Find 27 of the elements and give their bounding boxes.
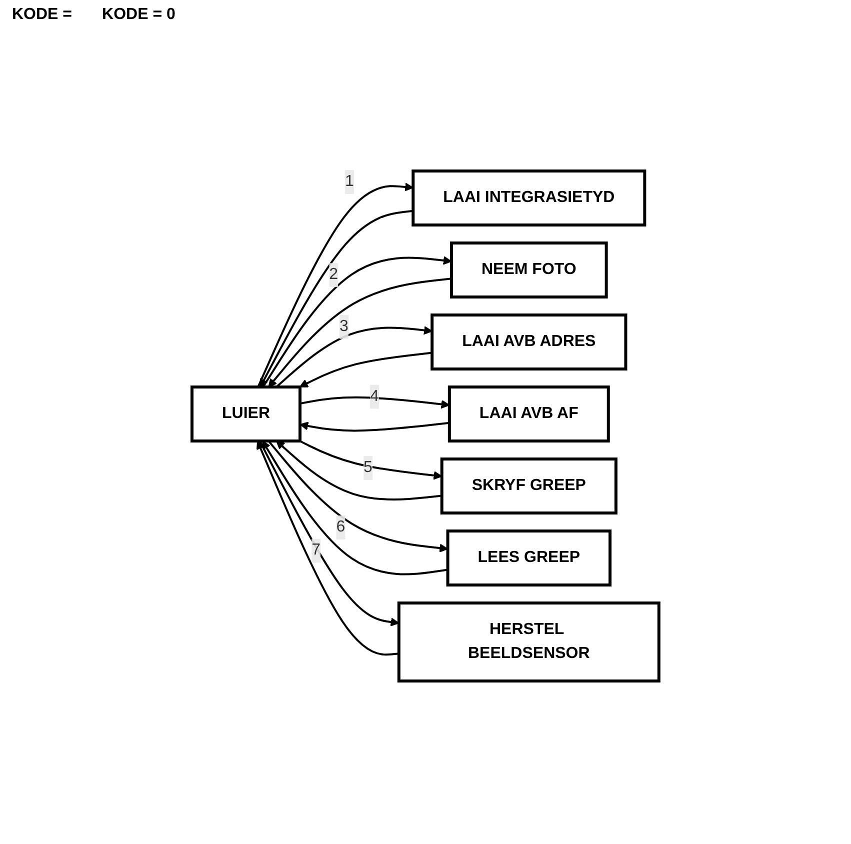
node-box: HERSTEL BEELDSENSOR — [397, 601, 660, 682]
arrow — [299, 440, 442, 480]
arrow — [276, 440, 442, 500]
arrow — [268, 440, 448, 552]
arrow — [276, 325, 433, 388]
edge-label: 5 — [364, 458, 372, 476]
node-box: LAAI INTEGRASIETYD — [412, 169, 646, 226]
code-label: KODE = 0 — [102, 6, 176, 24]
arrow — [300, 421, 450, 432]
edge-label: 4 — [370, 387, 379, 404]
node-box: NEEM FOTO — [450, 241, 608, 298]
edge-label: 3 — [340, 317, 348, 334]
edge-label: 2 — [329, 266, 338, 283]
node-box: LUIER — [190, 385, 302, 442]
node-box: LEES GREEP — [446, 529, 612, 586]
edge-label: 1 — [345, 172, 354, 190]
node-box: LAAI AVB AF — [448, 385, 610, 442]
arrow — [300, 396, 450, 408]
arrow — [268, 277, 452, 387]
arrow — [262, 440, 448, 575]
code-label: KODE = — [12, 6, 72, 24]
node-box: LAAI AVB ADRES — [430, 313, 628, 370]
node-box: SKRYF GREEP — [440, 457, 618, 514]
edge-label: 7 — [312, 541, 321, 558]
arrow — [299, 351, 432, 387]
edge-label: 6 — [336, 518, 346, 535]
arrow — [262, 256, 452, 388]
